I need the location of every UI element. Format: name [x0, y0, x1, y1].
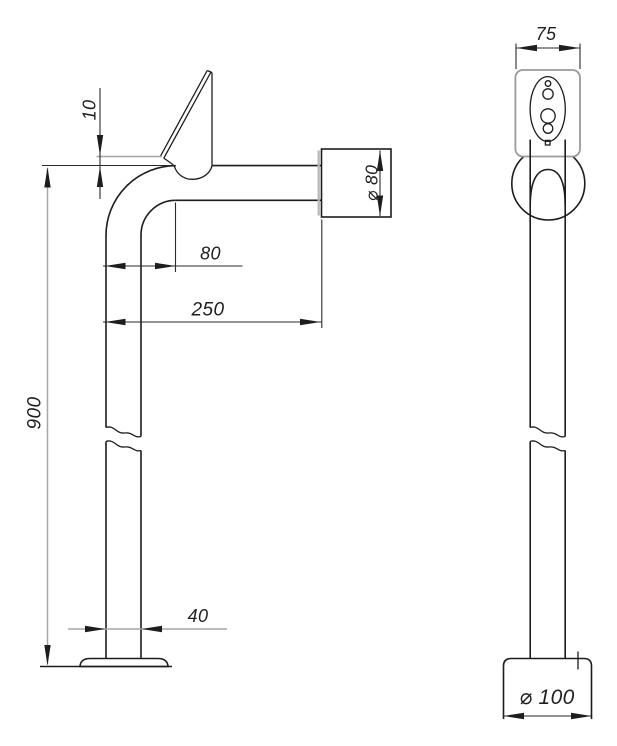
- dim80-arrow-right: [155, 262, 176, 270]
- hole-top: [544, 80, 552, 87]
- dim-blade-offset: 10: [42, 88, 174, 199]
- blade-bottom-curve: [163, 157, 175, 167]
- dim10-arrow-up: [96, 166, 104, 187]
- dimensions: 10 900 80 250: [25, 24, 592, 720]
- dim900-arrow-down: [44, 645, 51, 666]
- dim250-label: 250: [191, 300, 225, 321]
- end-cap-circle: [510, 146, 586, 221]
- dim-blade-width: 75: [515, 24, 581, 69]
- base-block: [502, 657, 593, 719]
- elbow-inner-arc: [140, 199, 176, 236]
- dimD100-label: ⌀ 100: [519, 686, 575, 709]
- dim80-arrow-left: [105, 262, 126, 270]
- dim10-arrow-down: [96, 135, 104, 156]
- dim40-arrow-right: [85, 625, 106, 633]
- side-pipe-break-upper: [529, 426, 566, 438]
- dim-cap-diameter: ⌀ 80: [362, 150, 384, 216]
- dim900-arrow-up: [44, 167, 51, 188]
- dim250-arrow-left: [105, 318, 126, 326]
- elbow-dome-arc: [529, 168, 566, 207]
- dim-post-height: 900: [25, 167, 51, 666]
- elbow-outer-arc: [105, 164, 176, 236]
- blade-oval: [529, 75, 566, 143]
- dim250-arrow-right: [300, 318, 321, 326]
- slot-square: [544, 139, 551, 146]
- dim75-arrow-right: [559, 44, 580, 52]
- pipe-break-upper: [105, 426, 142, 438]
- dimD100-arrow-right: [571, 712, 592, 720]
- dim-post-diameter: 40: [68, 606, 227, 633]
- dim900-label: 900: [25, 397, 46, 430]
- base-flange: [79, 657, 169, 668]
- dim75-arrow-left: [516, 44, 537, 52]
- teardrop-curve: [173, 165, 213, 180]
- dimD80-arrow-down: [376, 195, 384, 216]
- dimD80-label: ⌀ 80: [362, 165, 382, 201]
- dim80-label: 80: [200, 244, 221, 264]
- dimD80-arrow-up: [376, 150, 384, 171]
- dim40-arrow-left: [141, 625, 162, 633]
- dim10-label: 10: [80, 100, 100, 121]
- blade-tip-cap: [206, 69, 213, 74]
- dimD100-arrow-left: [503, 712, 524, 720]
- pipe-break-lower: [105, 440, 142, 452]
- dim-bend-offset: 80: [103, 202, 243, 272]
- blade-outer-edge: [159, 70, 208, 158]
- hole-lower: [542, 123, 554, 134]
- dim-base-diameter: ⌀ 100: [503, 686, 592, 720]
- dim-arm-reach: 250: [103, 219, 323, 328]
- blade-plate: [514, 69, 581, 158]
- side-pipe-break-lower: [529, 440, 566, 452]
- dim75-label: 75: [536, 24, 557, 44]
- hole-upper: [542, 88, 554, 100]
- front-view: [40, 69, 392, 668]
- blade-inner-edge: [163, 71, 212, 159]
- side-view: [502, 69, 593, 719]
- dim40-label: 40: [188, 606, 209, 626]
